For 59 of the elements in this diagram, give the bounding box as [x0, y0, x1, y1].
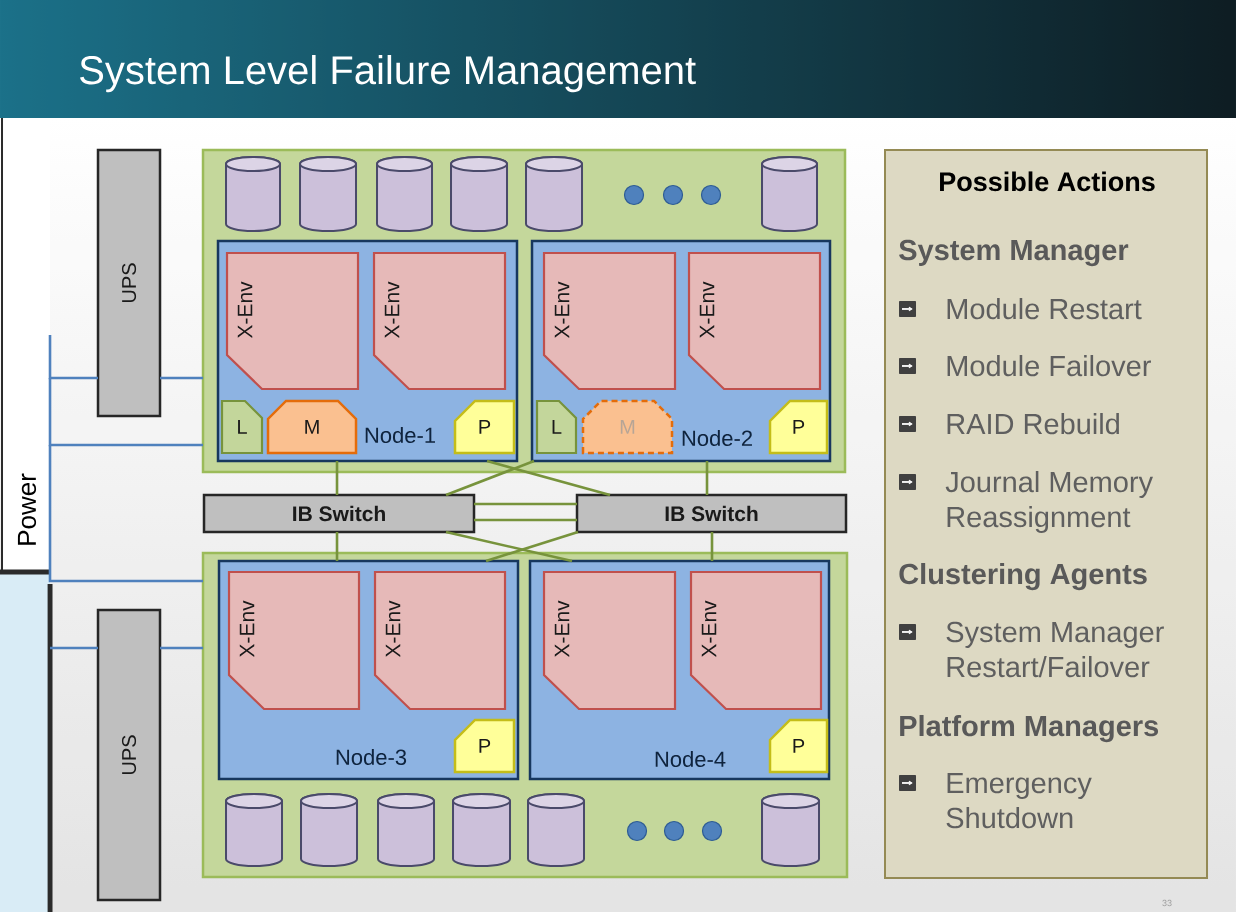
slide-title: System Level Failure Management	[80, 55, 696, 93]
disk-cylinder	[377, 793, 435, 867]
module-box: X-Env	[225, 251, 360, 391]
disk-cylinder	[450, 156, 508, 232]
connector-line	[485, 530, 579, 563]
module-box: X-Env	[542, 251, 677, 391]
connector-line	[335, 532, 339, 561]
connector-line	[48, 445, 203, 583]
dashed-module-box: M	[581, 399, 674, 455]
list-item: Journal Memory Reassignment	[945, 470, 1153, 533]
connector-line	[474, 518, 577, 522]
connector-line	[160, 646, 203, 650]
power-panel: Power	[0, 117, 53, 912]
disk-cylinder	[761, 156, 818, 232]
list-item: Module Restart	[947, 297, 1142, 320]
disk-cylinder	[299, 156, 357, 232]
switch-box: IB Switch	[202, 493, 476, 534]
connector-line	[160, 376, 203, 380]
list-item: System Manager Restart/Failover	[946, 621, 1164, 678]
module-box: X-Env	[542, 570, 677, 711]
switch-box: IB Switch	[575, 493, 848, 534]
module-box: X-Env	[227, 570, 361, 711]
disk-cylinder	[376, 156, 433, 232]
module-box: X-Env	[687, 251, 822, 391]
module-box: X-Env	[689, 570, 823, 711]
ups-box: UPS	[96, 608, 162, 902]
disk-cylinder	[452, 793, 511, 867]
connector-line	[705, 461, 709, 495]
module-box: P	[768, 399, 829, 455]
module-box: L	[220, 399, 264, 455]
panel-heading: Possible Actions	[940, 171, 1155, 192]
connector-line	[48, 378, 203, 447]
disk-cylinder	[527, 793, 585, 867]
connector-line	[50, 646, 98, 650]
module-box: P	[768, 718, 829, 774]
module-box: P	[453, 718, 516, 774]
module-box: P	[453, 399, 516, 455]
disk-cylinder	[761, 793, 820, 867]
ups-box: UPS	[96, 148, 162, 418]
list-item: Emergency Shutdown	[946, 773, 1092, 829]
section-heading: Clustering Agents	[899, 562, 1147, 591]
connector-line	[474, 502, 577, 506]
section-heading: Platform Managers	[900, 714, 1159, 743]
connector-line	[445, 459, 535, 497]
page-number: 33	[1162, 899, 1172, 907]
module-box: M	[266, 399, 358, 455]
section-heading: System Manager	[899, 239, 1129, 267]
disk-cylinder	[525, 156, 583, 232]
disk-cylinder	[225, 793, 283, 867]
module-box: X-Env	[373, 570, 507, 711]
connector-line	[48, 335, 98, 380]
list-item: Module Failover	[947, 354, 1151, 377]
disk-cylinder	[225, 156, 281, 232]
module-box: L	[535, 399, 578, 455]
disk-cylinder	[300, 793, 358, 867]
connector-line	[710, 532, 714, 561]
module-box: X-Env	[372, 251, 507, 391]
connector-line	[335, 461, 339, 495]
list-item: RAID Rebuild	[947, 412, 1119, 435]
